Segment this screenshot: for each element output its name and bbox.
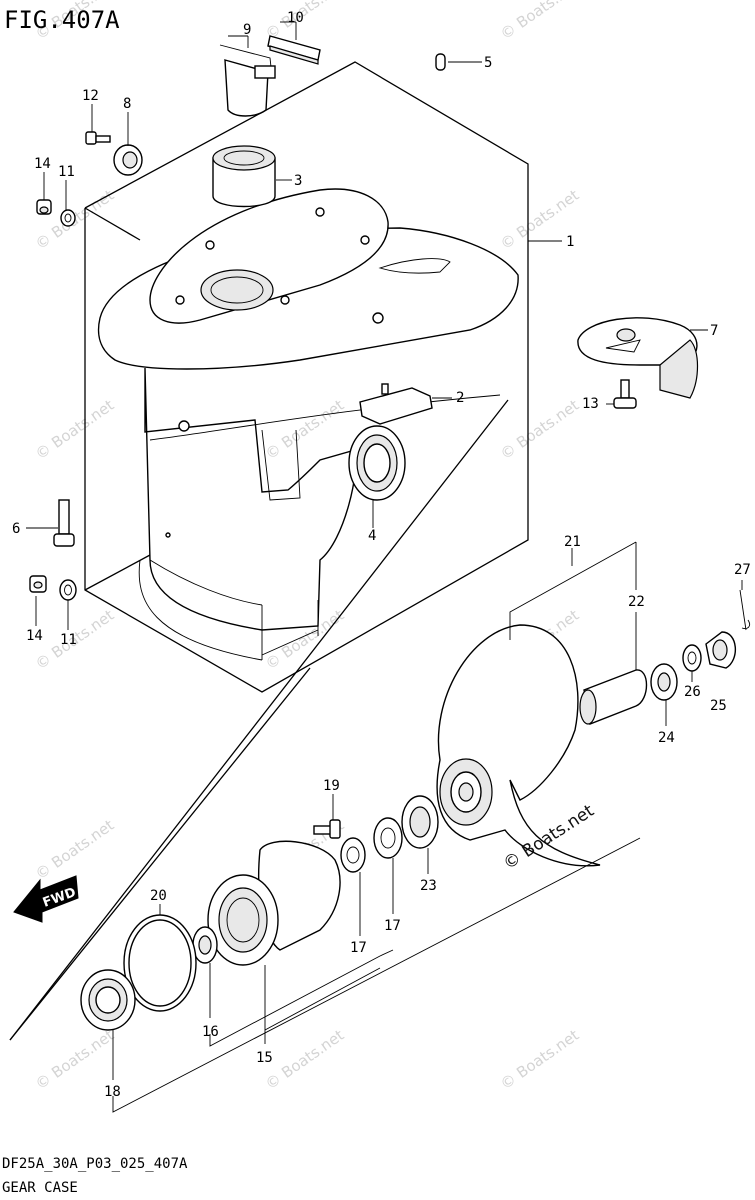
callout-20: 20	[150, 888, 167, 904]
seal-part-17-left	[340, 837, 366, 873]
callout-17-right: 17	[384, 918, 401, 934]
callout-18: 18	[104, 1084, 121, 1100]
bearing-part-18	[80, 969, 136, 1031]
callout-12: 12	[82, 88, 99, 104]
callout-25: 25	[710, 698, 727, 714]
bolt-part-6	[53, 499, 75, 547]
callout-19: 19	[323, 778, 340, 794]
bearing-part-4	[348, 425, 406, 501]
figure-title: FIG.407A	[4, 6, 120, 34]
pin-part-5	[435, 53, 446, 71]
assembly-frame	[9, 61, 529, 1041]
callout-8: 8	[123, 96, 131, 112]
watermark: © Boats.net	[497, 0, 582, 43]
washer-part-11-lower	[59, 579, 77, 601]
callout-14-lower: 14	[26, 628, 43, 644]
callout-24: 24	[658, 730, 675, 746]
callout-10: 10	[287, 10, 304, 26]
watermark: © Boats.net	[262, 1026, 347, 1093]
callout-numbers: 1 2 3 4 5 6 7 8 9 10 11 11 12 13 14 14 1…	[12, 10, 751, 1100]
callout-6: 6	[12, 521, 20, 537]
anode-part-7	[577, 317, 699, 399]
figure-code: DF25A_30A_P03_025_407A	[2, 1156, 188, 1172]
bolt-part-13	[613, 379, 637, 409]
watermark: © Boats.net	[32, 396, 117, 463]
callout-17-left: 17	[350, 940, 367, 956]
callout-7: 7	[710, 323, 718, 339]
plate-part-10	[267, 35, 321, 65]
cotter-pin-part-27	[739, 589, 751, 631]
callout-27: 27	[734, 562, 751, 578]
plate-part-9	[219, 44, 276, 117]
callout-23: 23	[420, 878, 437, 894]
callout-15: 15	[256, 1050, 273, 1066]
bushing-part-3	[212, 145, 276, 208]
watermark: © Boats.net	[497, 1026, 582, 1093]
callout-26: 26	[684, 684, 701, 700]
washer-part-24	[650, 663, 678, 701]
callout-14-upper: 14	[34, 156, 51, 172]
gear-case-housing	[97, 188, 519, 661]
figure-name: GEAR CASE	[2, 1180, 78, 1196]
housing-part-15	[207, 840, 341, 966]
callout-13: 13	[582, 396, 599, 412]
bolt-part-19	[313, 819, 341, 839]
callout-3: 3	[294, 173, 302, 189]
callout-2: 2	[456, 390, 464, 406]
callout-11-lower: 11	[60, 632, 77, 648]
callout-1: 1	[566, 234, 574, 250]
bushing-part-16	[192, 926, 218, 964]
fwd-arrow-icon: FWD	[13, 875, 79, 923]
o-ring-part-20	[123, 914, 197, 1012]
watermark: © Boats.net	[497, 396, 582, 463]
callout-16: 16	[202, 1024, 219, 1040]
callout-11-upper: 11	[58, 164, 75, 180]
nut-part-25	[705, 631, 736, 669]
bolt-part-12	[85, 131, 111, 145]
callout-9: 9	[243, 22, 251, 38]
washer-part-26	[682, 644, 702, 672]
watermark: © Boats.net	[32, 816, 117, 883]
grommet-part-8	[113, 144, 143, 176]
washer-part-23	[401, 795, 439, 849]
callout-22: 22	[628, 594, 645, 610]
spacer-part-22	[579, 669, 648, 725]
nut-part-14-lower	[29, 575, 47, 593]
leader-lines	[26, 21, 743, 1113]
nut-part-14-upper	[36, 199, 52, 215]
propeller-part-21	[436, 624, 601, 867]
washer-part-11-upper	[60, 209, 76, 227]
bracket-part-2	[359, 383, 433, 425]
watermark: © Boats.net	[262, 396, 347, 463]
seal-part-17-right	[373, 817, 403, 859]
callout-4: 4	[368, 528, 376, 544]
callout-5: 5	[484, 55, 492, 71]
callout-21: 21	[564, 534, 581, 550]
